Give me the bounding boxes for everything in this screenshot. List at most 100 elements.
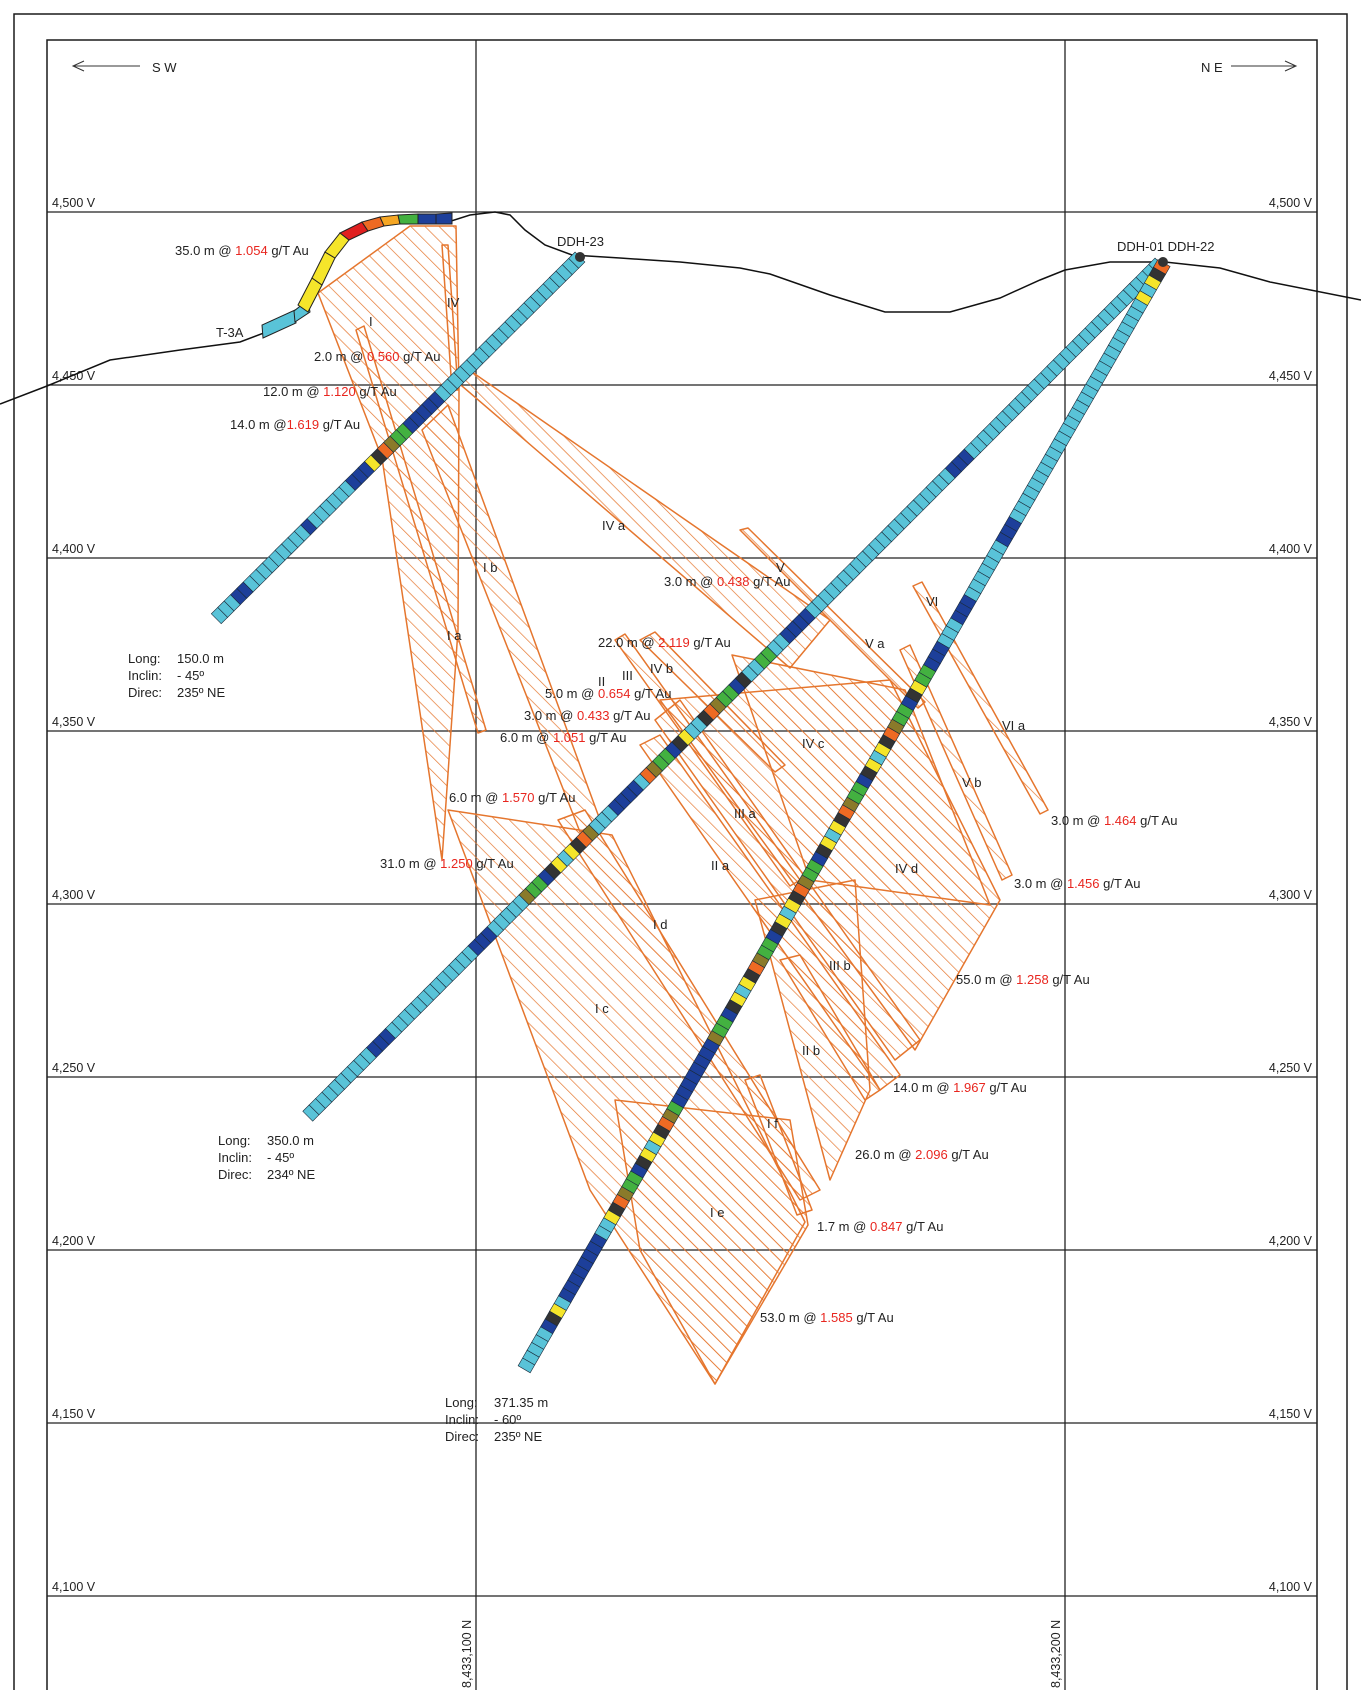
info-direc-label: Direc: bbox=[218, 1167, 252, 1182]
elev-left-4500: 4,500 V bbox=[52, 196, 96, 210]
zone-label: VI bbox=[926, 594, 938, 609]
ddh23-trace bbox=[210, 251, 586, 625]
info-long-label: Long: bbox=[128, 651, 161, 666]
label-trench: T-3A bbox=[216, 325, 244, 340]
zone-label: I d bbox=[653, 917, 667, 932]
assay-segment bbox=[210, 606, 229, 625]
collar-ddh01-icon bbox=[1158, 257, 1168, 267]
zone-label: V bbox=[776, 560, 785, 575]
info-inclin-value: - 45º bbox=[267, 1150, 294, 1165]
zone-label: II a bbox=[711, 858, 730, 873]
info-long-value: 350.0 m bbox=[267, 1133, 314, 1148]
hole-info-ddh22: Long: 350.0 m Inclin: - 45º Direc: 234º … bbox=[218, 1133, 315, 1182]
info-direc-value: 235º NE bbox=[177, 685, 225, 700]
intercept-label: 1.7 m @ 0.847 g/T Au bbox=[817, 1219, 943, 1234]
info-direc-value: 235º NE bbox=[494, 1429, 542, 1444]
zone-label: III b bbox=[829, 958, 851, 973]
info-direc-value: 234º NE bbox=[267, 1167, 315, 1182]
info-long-value: 371.35 m bbox=[494, 1395, 548, 1410]
zone-II-b bbox=[779, 954, 881, 1101]
intercept-labels: 35.0 m @ 1.054 g/T Au 2.0 m @ 0.560 g/T … bbox=[175, 243, 1177, 1325]
zone-label: I e bbox=[710, 1205, 724, 1220]
intercept-label: 55.0 m @ 1.258 g/T Au bbox=[956, 972, 1090, 987]
elev-right-4150: 4,150 V bbox=[1269, 1407, 1313, 1421]
elev-left-4100: 4,100 V bbox=[52, 1580, 96, 1594]
elev-right-4500: 4,500 V bbox=[1269, 196, 1313, 210]
zone-label: VI a bbox=[1002, 718, 1026, 733]
elev-left-4350: 4,350 V bbox=[52, 715, 96, 729]
intercept-label: 14.0 m @1.619 g/T Au bbox=[230, 417, 360, 432]
assay-segment bbox=[302, 1104, 320, 1122]
zone-label: IV a bbox=[602, 518, 626, 533]
direction-indicator: S W N E bbox=[71, 60, 1298, 75]
intercept-label: 3.0 m @ 0.433 g/T Au bbox=[524, 708, 650, 723]
hole-info-ddh23: Long: 150.0 m Inclin: - 45º Direc: 235º … bbox=[128, 651, 225, 700]
inner-frame bbox=[46, 39, 1318, 1695]
elev-right-4250: 4,250 V bbox=[1269, 1061, 1313, 1075]
intercept-label: 26.0 m @ 2.096 g/T Au bbox=[855, 1147, 989, 1162]
elev-right-4300: 4,300 V bbox=[1269, 888, 1313, 902]
sw-arrowhead-icon bbox=[71, 60, 85, 72]
hole-info-ddh01: Long: 371.35 m Inclin: - 60º Direc: 235º… bbox=[445, 1395, 548, 1444]
sw-label: S W bbox=[152, 60, 177, 75]
zone-labels: I IV IV a I b I a V V a VI VI a II III I… bbox=[369, 295, 1026, 1220]
collar-ddh23-icon bbox=[575, 252, 585, 262]
info-long-label: Long: bbox=[218, 1133, 251, 1148]
elev-left-4400: 4,400 V bbox=[52, 542, 96, 556]
ddh01-trace bbox=[517, 259, 1171, 1374]
northing-8433200: 8,433,200 N bbox=[1049, 1620, 1063, 1688]
elev-left-4150: 4,150 V bbox=[52, 1407, 96, 1421]
intercept-label: 14.0 m @ 1.967 g/T Au bbox=[893, 1080, 1027, 1095]
intercept-label: 2.0 m @ 0.560 g/T Au bbox=[314, 349, 440, 364]
intercept-label: 35.0 m @ 1.054 g/T Au bbox=[175, 243, 309, 258]
northing-8433100: 8,433,100 N bbox=[460, 1620, 474, 1688]
intercept-label: 53.0 m @ 1.585 g/T Au bbox=[760, 1310, 894, 1325]
info-inclin-label: Inclin: bbox=[445, 1412, 479, 1427]
label-ddh23: DDH-23 bbox=[557, 234, 604, 249]
drill-holes bbox=[210, 251, 1171, 1374]
zone-label: I b bbox=[483, 560, 497, 575]
label-ddh01-ddh22: DDH-01 DDH-22 bbox=[1117, 239, 1215, 254]
elev-left-4250: 4,250 V bbox=[52, 1061, 96, 1075]
zone-label: I a bbox=[447, 628, 462, 643]
zone-label: III a bbox=[734, 806, 756, 821]
zone-I-e bbox=[614, 1099, 809, 1385]
info-direc-label: Direc: bbox=[128, 685, 162, 700]
intercept-label: 12.0 m @ 1.120 g/T Au bbox=[263, 384, 397, 399]
elevation-labels: 4,500 V 4,450 V 4,400 V 4,350 V 4,300 V … bbox=[52, 196, 1313, 1594]
elev-right-4400: 4,400 V bbox=[1269, 542, 1313, 556]
intercept-label: 22.0 m @ 2.119 g/T Au bbox=[598, 635, 731, 650]
zone-label: I bbox=[369, 314, 373, 329]
elev-right-4200: 4,200 V bbox=[1269, 1234, 1313, 1248]
zone-label: V a bbox=[865, 636, 885, 651]
zone-label: IV bbox=[447, 295, 460, 310]
intercept-label: 6.0 m @ 1.051 g/T Au bbox=[500, 730, 626, 745]
info-inclin-value: - 60º bbox=[494, 1412, 521, 1427]
zone-label: II bbox=[598, 674, 605, 689]
trench-t3a bbox=[261, 212, 453, 339]
zone-label: IV c bbox=[802, 736, 825, 751]
info-long-value: 150.0 m bbox=[177, 651, 224, 666]
info-direc-label: Direc: bbox=[445, 1429, 479, 1444]
zone-label: II b bbox=[802, 1043, 820, 1058]
info-inclin-label: Inclin: bbox=[218, 1150, 252, 1165]
intercept-label: 6.0 m @ 1.570 g/T Au bbox=[449, 790, 575, 805]
info-inclin-value: - 45º bbox=[177, 668, 204, 683]
ne-arrowhead-icon bbox=[1284, 60, 1298, 72]
zone-label: I f bbox=[767, 1116, 778, 1131]
intercept-label: 3.0 m @ 1.464 g/T Au bbox=[1051, 813, 1177, 828]
zone-IV bbox=[441, 244, 459, 391]
intercept-label: 5.0 m @ 0.654 g/T Au bbox=[545, 686, 671, 701]
zone-I bbox=[317, 225, 460, 861]
intercept-label: 31.0 m @ 1.250 g/T Au bbox=[380, 856, 514, 871]
ne-label: N E bbox=[1201, 60, 1223, 75]
intercept-label: 3.0 m @ 0.438 g/T Au bbox=[664, 574, 790, 589]
intercept-label: 3.0 m @ 1.456 g/T Au bbox=[1014, 876, 1140, 891]
elev-left-4200: 4,200 V bbox=[52, 1234, 96, 1248]
zone-V-b bbox=[899, 644, 1013, 881]
info-long-label: Long: bbox=[445, 1395, 478, 1410]
zone-label: I c bbox=[595, 1001, 609, 1016]
zone-label: III bbox=[622, 668, 633, 683]
